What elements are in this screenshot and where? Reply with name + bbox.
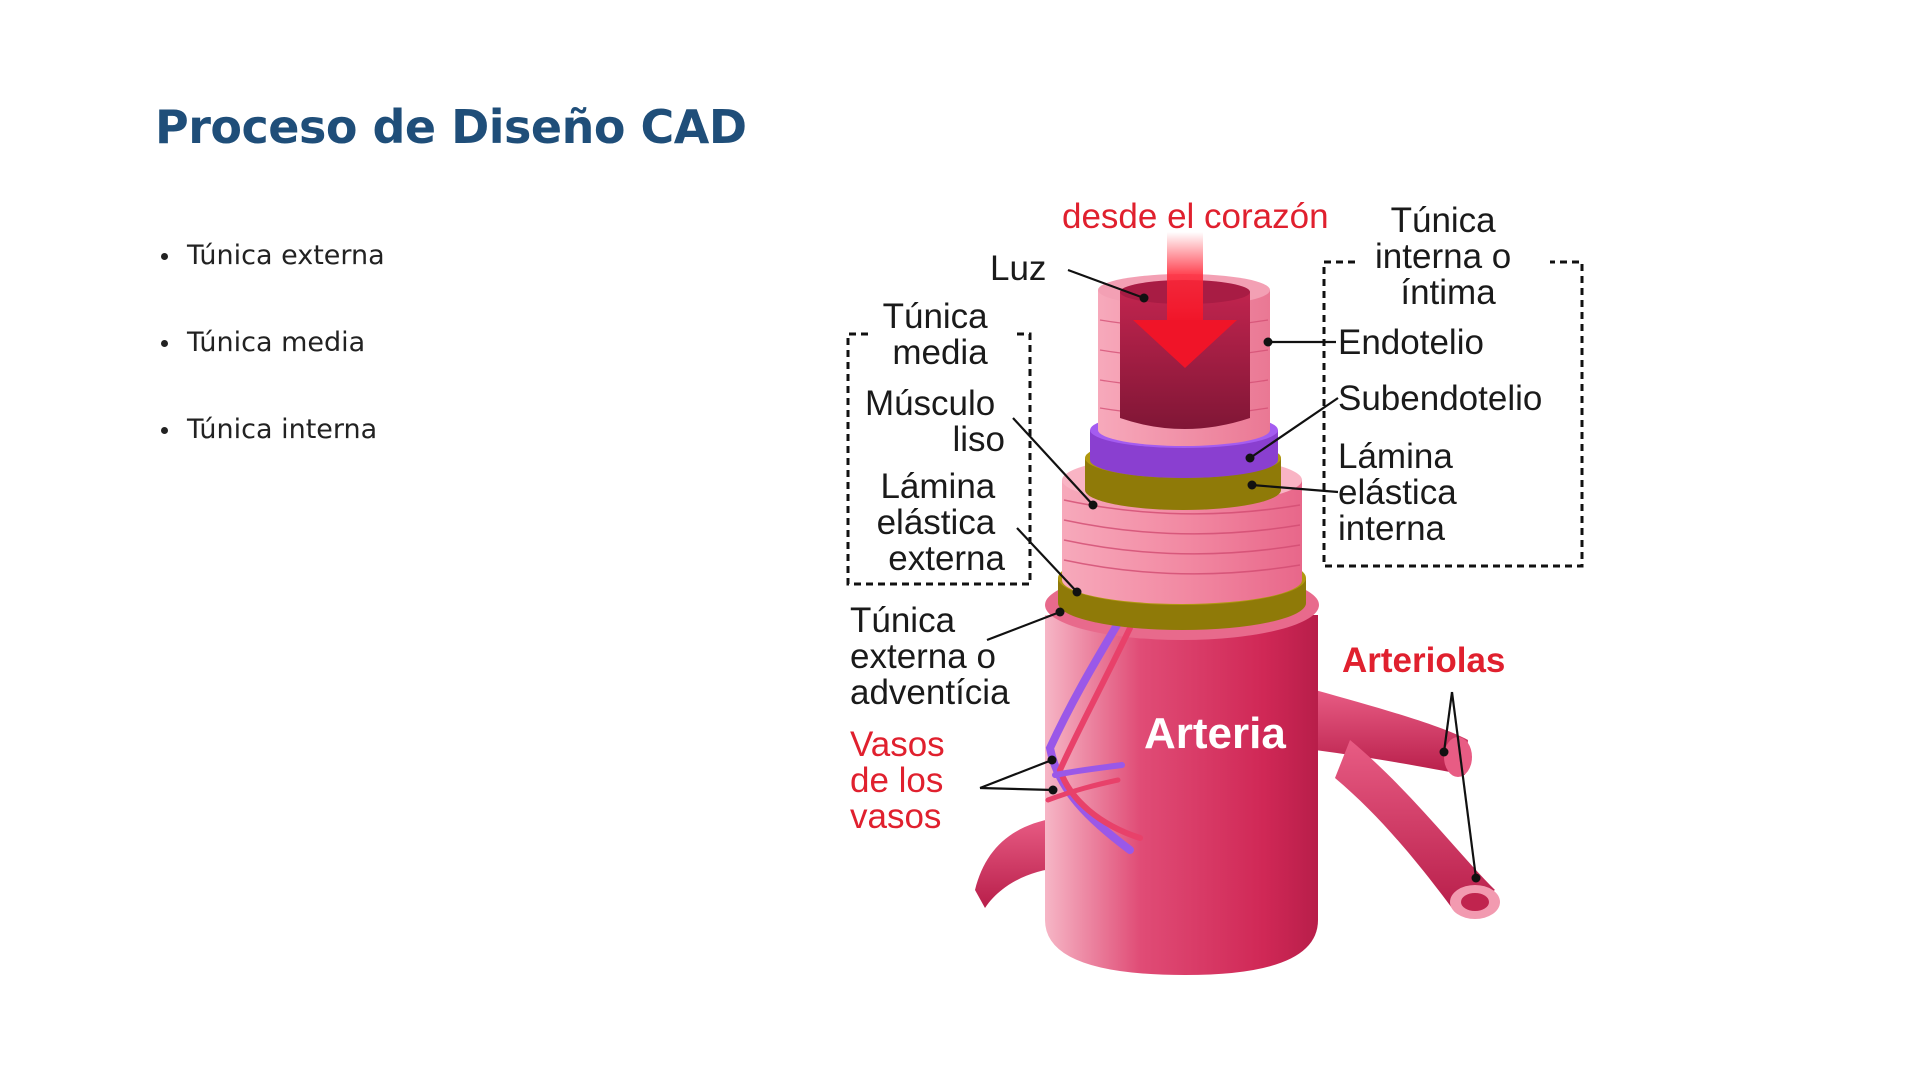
slide-title: Proceso de Diseño CAD [155,100,747,154]
label-vasos-de-los-vasos: Vasos de los vasos [850,725,954,836]
bullet-item: Túnica externa [155,236,385,323]
arteriole-left [975,818,1060,908]
label-tunica-externa: Túnica externa o adventícia [850,601,1010,712]
label-arteria: Arteria [1144,709,1286,758]
leader-dots [1047,293,1481,883]
label-luz: Luz [990,249,1046,288]
label-tunica-media: Túnica media [883,297,998,372]
blood-flow-arrow [1133,232,1237,368]
artery-diagram: desde el corazón Luz Túnica media Múscul… [846,197,1584,975]
bullet-list: Túnica externa Túnica media Túnica inter… [155,236,385,497]
bullet-item: Túnica media [155,323,385,410]
vasa-vasorum [1045,616,1143,854]
label-arteriolas: Arteriolas [1342,641,1505,680]
arteriole-right [1315,690,1500,919]
label-musculo-liso: Músculo liso [865,384,1005,459]
bracket-tunica-media [846,332,1032,586]
label-endotelio: Endotelio [1338,323,1484,362]
leader-lines [979,268,1478,879]
label-subendotelio: Subendotelio [1338,379,1542,418]
bullet-item: Túnica interna [155,410,385,497]
label-tunica-interna: Túnica interna o íntima [1375,201,1521,312]
bracket-tunica-interna [1322,260,1584,568]
label-desde-corazon: desde el corazón [1062,197,1329,236]
label-lamina-externa: Lámina elástica externa [877,467,1006,578]
label-lamina-interna: Lámina elástica interna [1338,437,1466,548]
